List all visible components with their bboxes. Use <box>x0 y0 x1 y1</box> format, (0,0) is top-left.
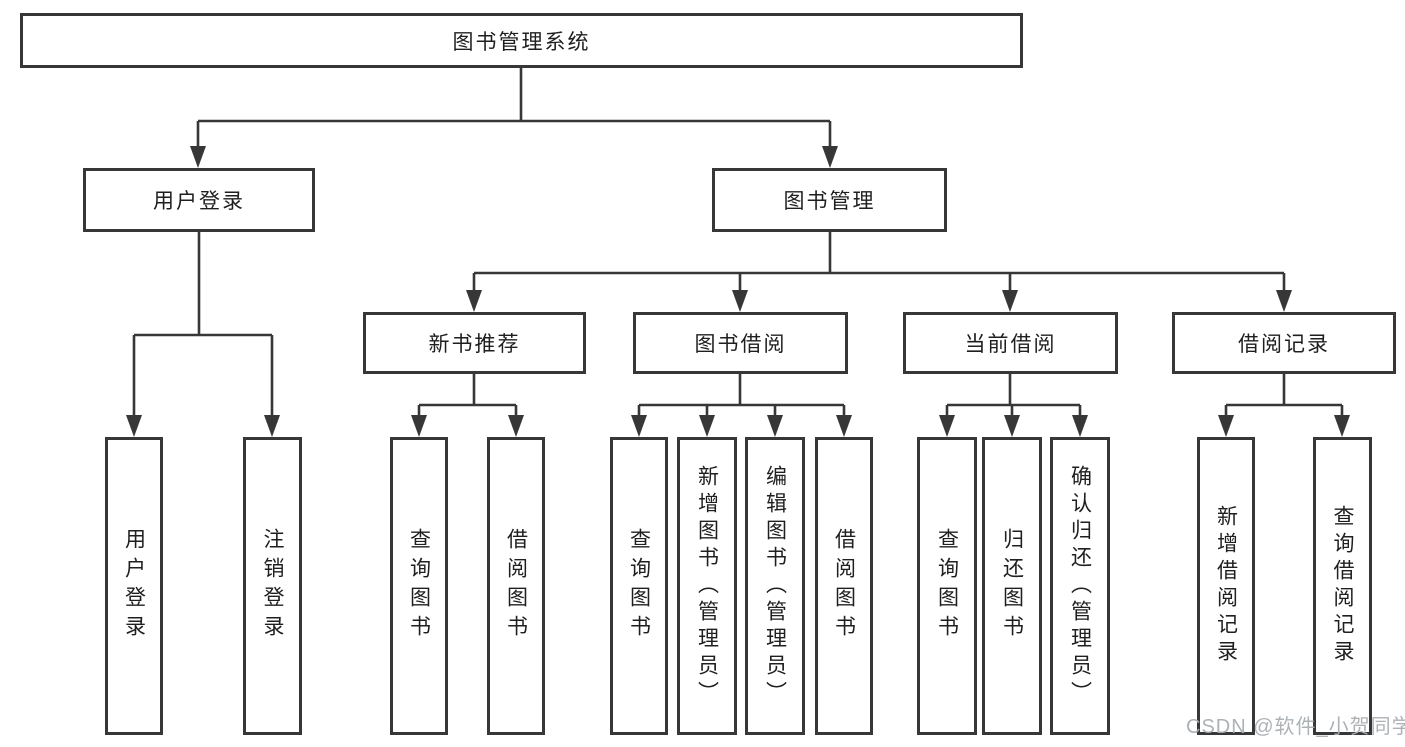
node-label: 查询借阅记录 <box>1331 505 1354 667</box>
node-label: 借阅记录 <box>1238 333 1330 356</box>
node-label: 图书管理 <box>783 190 876 213</box>
node-query-books-3: 查询图书 <box>917 437 977 735</box>
node-label: 用户登录 <box>122 528 146 644</box>
node-return-books: 归还图书 <box>982 437 1042 735</box>
node-borrow-records: 借阅记录 <box>1172 312 1396 374</box>
node-add-borrow-record: 新增借阅记录 <box>1197 437 1255 735</box>
node-edit-books-admin: 编辑图书（管理员） <box>745 437 805 735</box>
node-query-borrow-record: 查询借阅记录 <box>1313 437 1372 735</box>
node-borrow-books-2: 借阅图书 <box>815 437 873 735</box>
node-label: 当前借阅 <box>964 333 1057 356</box>
node-book-borrow: 图书借阅 <box>633 312 848 374</box>
node-logout: 注销登录 <box>243 437 302 735</box>
node-borrow-books-1: 借阅图书 <box>487 437 545 735</box>
node-library-management-system: 图书管理系统 <box>20 13 1023 68</box>
node-label: 新书推荐 <box>428 333 521 356</box>
node-label: 编辑图书（管理员） <box>763 464 787 708</box>
node-label: 新增借阅记录 <box>1214 505 1238 667</box>
node-label: 确认归还（管理员） <box>1068 464 1092 708</box>
node-label: 注销登录 <box>261 528 284 644</box>
node-query-books-1: 查询图书 <box>390 437 448 735</box>
node-label: 图书借阅 <box>694 333 787 356</box>
node-label: 查询图书 <box>627 528 651 644</box>
node-label: 新增图书（管理员） <box>695 464 719 708</box>
node-add-books-admin: 新增图书（管理员） <box>677 437 737 735</box>
node-user-login-group: 用户登录 <box>83 168 315 232</box>
node-user-login: 用户登录 <box>105 437 163 735</box>
node-label: 借阅图书 <box>504 528 528 644</box>
node-label: 归还图书 <box>1000 528 1024 644</box>
node-query-books-2: 查询图书 <box>610 437 668 735</box>
node-label: 借阅图书 <box>832 528 856 644</box>
node-book-management: 图书管理 <box>712 168 947 232</box>
node-current-borrow: 当前借阅 <box>903 312 1118 374</box>
node-label: 用户登录 <box>153 190 245 213</box>
node-label: 查询图书 <box>935 528 959 644</box>
csdn-watermark: CSDN @软件_小贺同学 <box>1186 716 1405 738</box>
node-label: 图书管理系统 <box>452 30 591 54</box>
node-label: 查询图书 <box>407 528 431 644</box>
node-new-book-recommend: 新书推荐 <box>363 312 586 374</box>
arrowhead-icons <box>126 146 1350 437</box>
node-confirm-return-admin: 确认归还（管理员） <box>1050 437 1110 735</box>
